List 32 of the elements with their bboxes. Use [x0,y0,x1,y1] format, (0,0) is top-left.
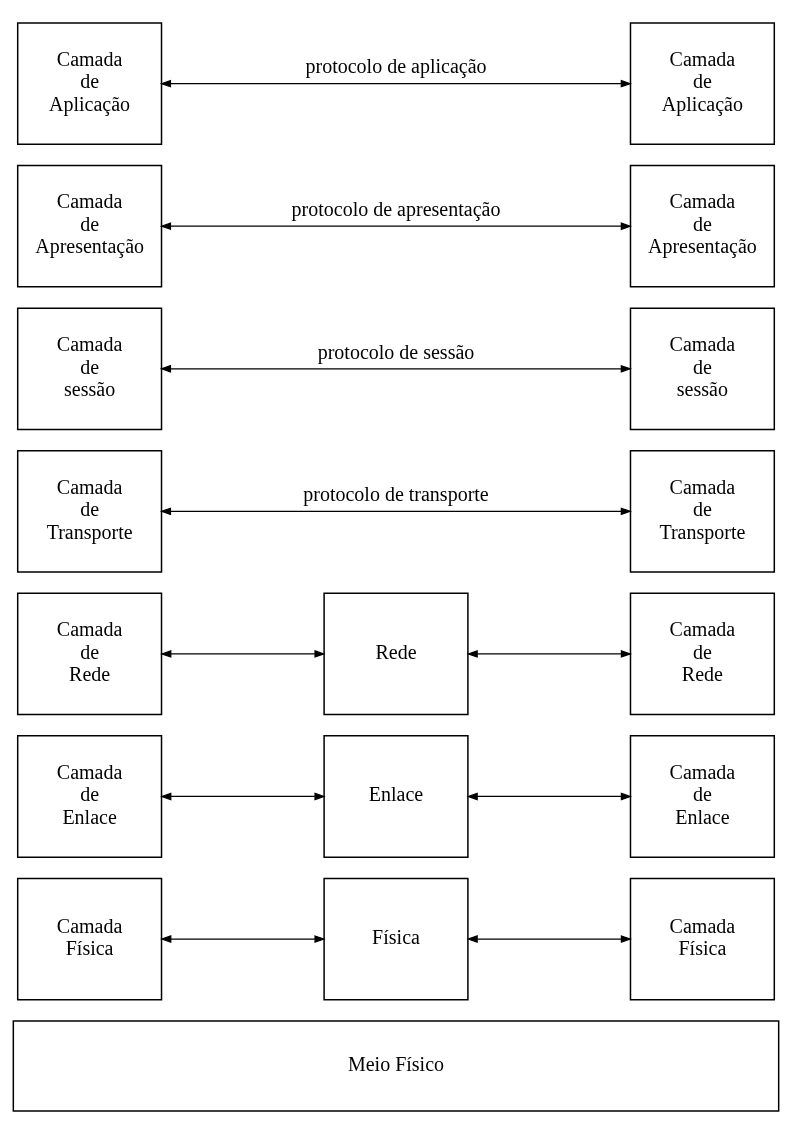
node-box: Camada de Transporte [16,449,163,573]
arrow [159,506,632,515]
node-box: Camada Física [629,877,776,1000]
arrow [160,792,326,800]
node-box: Camada de Apresentação [16,164,163,288]
edge-label: protocolo de transporte [303,482,489,505]
arrow [466,792,633,800]
node-box: Camada de Enlace [629,734,776,858]
node-box: Meio Físico [12,1019,780,1112]
node-box: Camada de Transporte [629,449,776,573]
node-box: Camada de Aplicação [16,21,163,145]
arrow [466,934,633,943]
edge-label: protocolo de apresentação [291,197,501,220]
arrow [160,649,326,658]
node-box: Camada de Enlace [16,734,163,858]
node-box: Camada Física [16,877,163,1000]
edge-label: protocolo de sessão [317,340,475,363]
arrow [159,221,632,230]
node-box: Camada de sessão [629,306,776,430]
node-box: Rede [323,592,469,715]
arrow [160,934,326,943]
node-box: Física [323,877,469,1000]
arrow [466,649,633,658]
node-box: Enlace [323,734,469,858]
node-box: Camada de Aplicação [629,21,776,145]
arrow [159,79,632,88]
node-box: Camada de sessão [16,306,163,430]
arrow [159,364,632,373]
node-box: Camada de Rede [629,592,776,715]
edge-label: protocolo de aplicação [305,54,487,77]
node-box: Camada de Rede [16,592,163,715]
node-box: Camada de Apresentação [629,164,776,288]
